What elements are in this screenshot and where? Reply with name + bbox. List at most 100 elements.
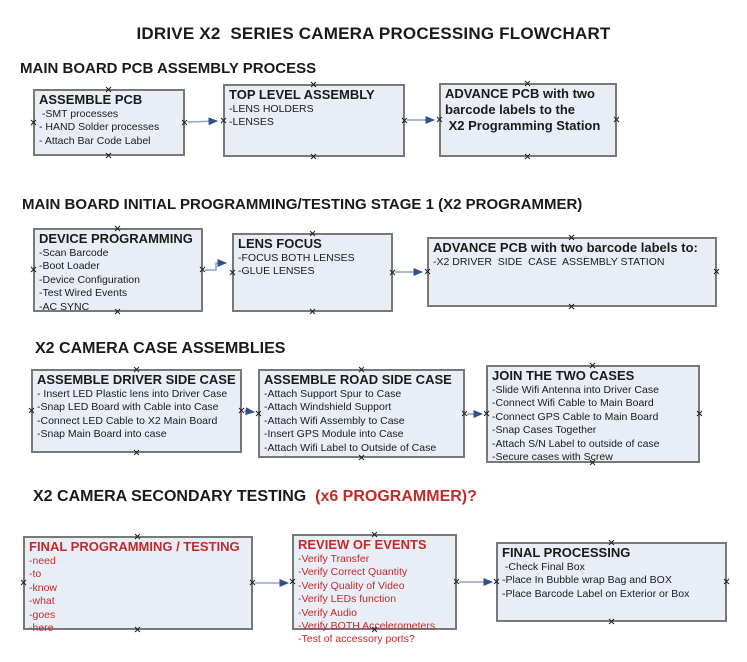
- box-item: - HAND Solder processes: [39, 121, 160, 134]
- box-title: FINAL PROGRAMMING / TESTING: [29, 539, 240, 554]
- connection-handle-right: [249, 579, 256, 586]
- flow-box-assemble-driver-side-case: ASSEMBLE DRIVER SIDE CASE - Insert LED P…: [31, 369, 242, 453]
- box-item: -GLUE LENSES: [238, 265, 315, 278]
- flow-box-assemble-pcb: ASSEMBLE PCB -SMT processes- HAND Solder…: [33, 89, 185, 156]
- box-item: -Verify Quality of Video: [298, 579, 405, 592]
- box-item: -Verify Audio: [298, 606, 357, 619]
- box-title: ADVANCE PCB with two barcode labels to:: [433, 240, 698, 255]
- connector-arrow-device-to-lensfocus: [205, 259, 227, 271]
- box-item: -Test Wired Events: [39, 287, 128, 300]
- box-title: REVIEW OF EVENTS: [298, 537, 427, 552]
- box-item: -Slide Wifi Antenna into Driver Case: [492, 384, 659, 396]
- box-item: -Attach Wifi Label to Outside of Case: [264, 441, 437, 454]
- box-item: -SMT processes: [39, 108, 119, 120]
- box-title: JOIN THE TWO CASES: [492, 368, 635, 383]
- connection-handle-right: [401, 117, 408, 124]
- flow-box-top-level-assembly: TOP LEVEL ASSEMBLY -LENS HOLDERS-LENSES: [223, 84, 405, 157]
- box-item: - Attach Bar Code Label: [39, 134, 151, 147]
- connection-handle-bottom: [568, 303, 575, 310]
- box-item: -Place In Bubble wrap Bag and BOX: [502, 574, 672, 587]
- box-item: -Secure cases with Screw: [492, 451, 613, 464]
- flow-box-final-processing: FINAL PROCESSING -Check Final Box-Place …: [496, 542, 727, 622]
- box-item: -Snap Main Board into case: [37, 428, 167, 441]
- box-title: TOP LEVEL ASSEMBLY: [229, 87, 375, 102]
- box-items: -FOCUS BOTH LENSES-GLUE LENSES: [238, 252, 388, 279]
- box-title: ADVANCE PCB with two barcode labels to t…: [445, 86, 601, 133]
- connection-handle-left: [28, 407, 35, 414]
- box-item: -goes: [29, 608, 56, 621]
- connector-arrow-driverside-to-roadside: [243, 407, 255, 416]
- box-item: -Verify Transfer: [298, 553, 370, 565]
- box-item: -Snap LED Board with Cable into Case: [37, 401, 219, 414]
- connection-handle-right: [453, 578, 460, 585]
- flow-box-advance-pcb-programming-station: ADVANCE PCB with two barcode labels to t…: [439, 83, 617, 157]
- section-header-pcb-assembly: MAIN BOARD PCB ASSEMBLY PROCESS: [20, 60, 317, 77]
- section-header-secondary-testing: X2 CAMERA SECONDARY TESTING (x6 PROGRAMM…: [33, 488, 477, 506]
- connection-handle-bottom: [310, 153, 317, 160]
- box-item: -Place Barcode Label on Exterior or Box: [502, 587, 690, 600]
- flow-box-advance-pcb-driver-side-station: ADVANCE PCB with two barcode labels to: …: [427, 237, 717, 307]
- box-items: -Slide Wifi Antenna into Driver Case-Con…: [492, 384, 695, 464]
- box-item: -AC SYNC: [39, 300, 90, 313]
- connection-handle-right: [713, 268, 720, 275]
- flow-box-assemble-road-side-case: ASSEMBLE ROAD SIDE CASE -Attach Support …: [258, 369, 465, 458]
- box-items: -Scan Barcode-Boot Loader-Device Configu…: [39, 247, 198, 314]
- box-item: -Attach Support Spur to Case: [264, 388, 402, 400]
- box-item: -what: [29, 595, 55, 608]
- connection-handle-bottom: [524, 153, 531, 160]
- box-items: - Insert LED Plastic lens into Driver Ca…: [37, 388, 237, 442]
- box-title: ASSEMBLE PCB: [39, 92, 143, 107]
- box-item: -Test of accessory ports?: [298, 633, 415, 646]
- section-header-black-part: X2 CAMERA SECONDARY TESTING: [33, 488, 316, 505]
- box-item: -FOCUS BOTH LENSES: [238, 252, 355, 264]
- section-header-initial-programming: MAIN BOARD INITIAL PROGRAMMING/TESTING S…: [22, 196, 583, 213]
- box-items: -Verify Transfer-Verify Correct Quantity…: [298, 553, 452, 647]
- box-item: -Verify LEDs function: [298, 593, 397, 606]
- connection-handle-right: [613, 116, 620, 123]
- box-item: -Verify Correct Quantity: [298, 566, 408, 579]
- section-header-red-part: (x6 PROGRAMMER)?: [315, 488, 477, 505]
- connection-handle-bottom: [608, 618, 615, 625]
- section-header-case-assemblies: X2 CAMERA CASE ASSEMBLIES: [35, 340, 286, 357]
- page-title: IDRIVE X2 SERIES CAMERA PROCESSING FLOWC…: [136, 24, 611, 43]
- flow-box-device-programming: DEVICE PROGRAMMING -Scan Barcode-Boot Lo…: [30, 228, 203, 314]
- box-item: -Attach Wifi Assembly to Case: [264, 414, 405, 427]
- box-item: -know: [29, 581, 58, 594]
- box-item: -Device Configuration: [39, 273, 140, 286]
- flow-box-review-of-events: REVIEW OF EVENTS -Verify Transfer-Verify…: [289, 534, 460, 645]
- connection-handle-bottom: [105, 152, 112, 159]
- box-item: -Attach Windshield Support: [264, 401, 392, 414]
- connection-handle-right: [181, 119, 188, 126]
- box-item: -X2 DRIVER SIDE CASE ASSEMBLY STATION: [433, 256, 665, 268]
- connection-handle-left: [436, 116, 443, 123]
- connection-handle-right: [238, 407, 245, 414]
- box-item: -Connect GPS Cable to Main Board: [492, 410, 659, 423]
- connection-handle-left: [483, 410, 490, 417]
- box-items: -Attach Support Spur to Case-Attach Wind…: [264, 388, 460, 455]
- box-items: -need-to-know-what-goes-here: [29, 555, 248, 635]
- flow-box-lens-focus: LENS FOCUS -FOCUS BOTH LENSES-GLUE LENSE…: [232, 233, 393, 312]
- box-item: -Verify BOTH Accelerometers: [298, 620, 436, 633]
- box-item: -to: [29, 568, 42, 581]
- box-item: -here: [29, 622, 54, 635]
- box-item: - Insert LED Plastic lens into Driver Ca…: [37, 388, 228, 400]
- box-item: -Insert GPS Module into Case: [264, 428, 404, 441]
- connection-handle-left: [30, 266, 37, 273]
- box-items: -X2 DRIVER SIDE CASE ASSEMBLY STATION: [433, 256, 712, 269]
- connection-handle-right: [461, 410, 468, 417]
- box-item: -Snap Cases Together: [492, 424, 597, 437]
- box-items: -LENS HOLDERS-LENSES: [229, 103, 400, 130]
- flow-box-join-the-two-cases: JOIN THE TWO CASES -Slide Wifi Antenna i…: [486, 365, 700, 463]
- connection-handle-right: [696, 410, 703, 417]
- connection-handle-left: [229, 269, 236, 276]
- box-item: -Boot Loader: [39, 260, 100, 273]
- box-items: -SMT processes- HAND Solder processes- A…: [39, 108, 180, 148]
- box-item: -Check Final Box: [502, 561, 585, 573]
- box-title: ASSEMBLE DRIVER SIDE CASE: [37, 372, 236, 387]
- connection-handle-right: [389, 269, 396, 276]
- box-item: -Attach S/N Label to outside of case: [492, 437, 660, 450]
- connection-handle-left: [289, 578, 296, 585]
- connection-handle-bottom: [358, 454, 365, 461]
- box-item: -Connect Wifi Cable to Main Board: [492, 397, 654, 410]
